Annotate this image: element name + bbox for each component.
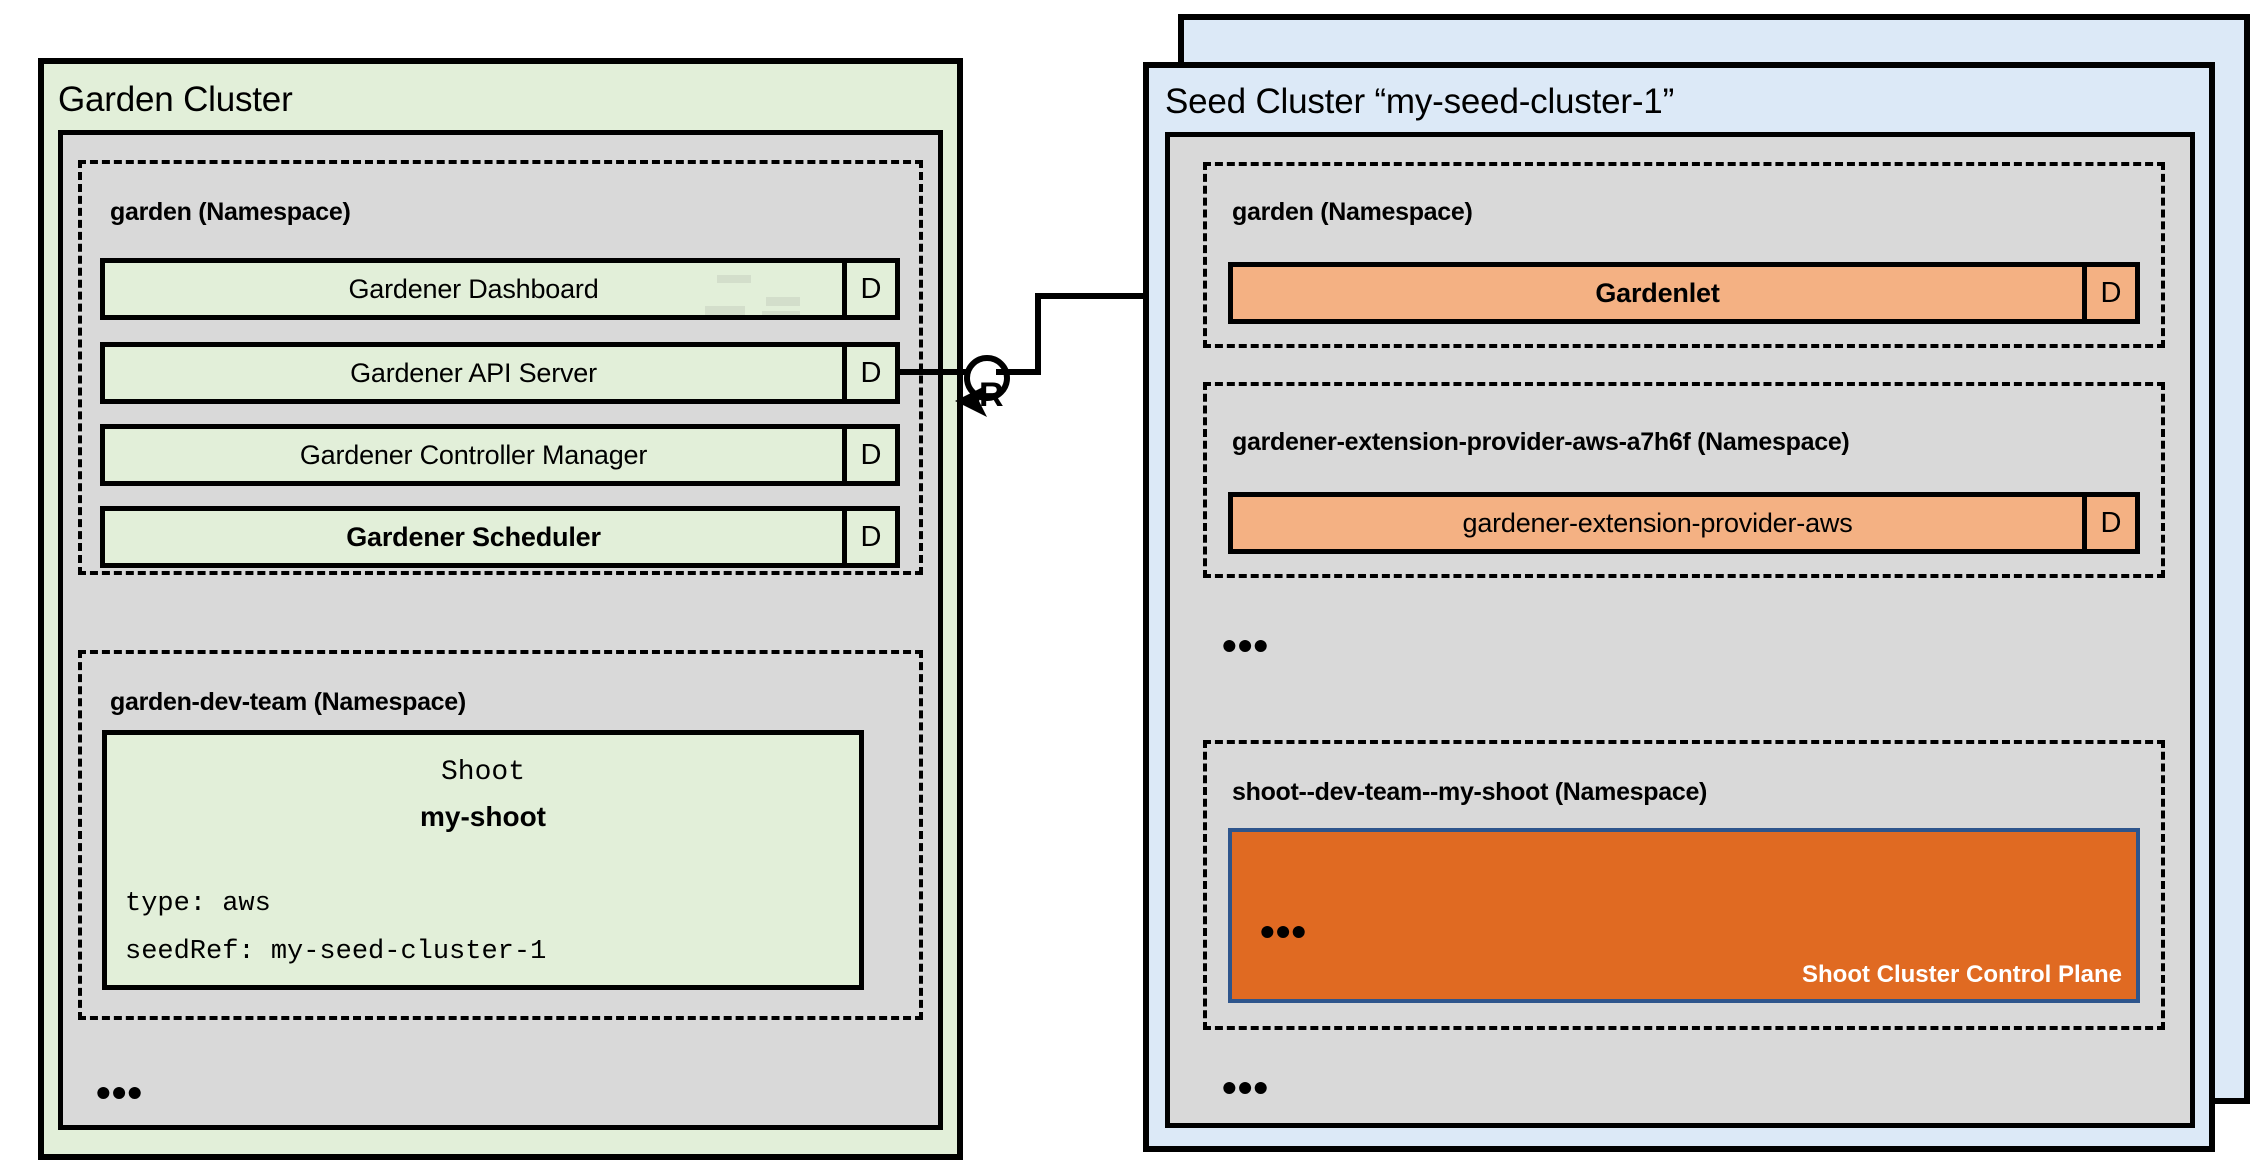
seed-namespace-garden bbox=[1203, 162, 2165, 348]
shoot-cluster-control-plane[interactable]: ••• Shoot Cluster Control Plane bbox=[1228, 828, 2140, 1003]
component-body: Gardener Scheduler bbox=[105, 511, 842, 563]
component-gardener-extension-provider-aws[interactable]: gardener-extension-provider-aws D bbox=[1228, 492, 2140, 554]
component-label: Gardener Controller Manager bbox=[299, 439, 648, 470]
shoot-spec-type: type: aws bbox=[125, 889, 271, 919]
namespace-label: shoot--dev-team--my-shoot (Namespace) bbox=[1232, 778, 1708, 806]
shoot-kind: Shoot bbox=[440, 757, 525, 788]
component-gardener-controller-manager[interactable]: Gardener Controller Manager D bbox=[100, 424, 900, 486]
namespace-label: garden-dev-team (Namespace) bbox=[110, 688, 466, 716]
deployment-badge: D bbox=[2082, 497, 2135, 549]
component-body: Gardener Dashboard bbox=[105, 263, 842, 315]
shoot-name: my-shoot bbox=[420, 801, 546, 832]
component-label: Gardener Scheduler bbox=[346, 521, 601, 552]
seed-cluster-title: Seed Cluster “my-seed-cluster-1” bbox=[1165, 82, 1675, 121]
shoot-resource-card[interactable]: Shoot my-shoot type: aws seedRef: my-see… bbox=[102, 730, 864, 990]
deployment-badge: D bbox=[842, 263, 895, 315]
connector-segment-riser bbox=[1035, 293, 1041, 375]
component-gardener-dashboard[interactable]: Gardener Dashboard D bbox=[100, 258, 900, 320]
deployment-badge: D bbox=[2082, 267, 2135, 319]
connector-segment-left bbox=[900, 369, 968, 375]
component-body: gardener-extension-provider-aws bbox=[1233, 497, 2082, 549]
deployment-badge: D bbox=[842, 511, 895, 563]
component-label: Gardener API Server bbox=[350, 357, 597, 388]
connector-segment-top bbox=[1035, 293, 1250, 299]
component-label: gardener-extension-provider-aws bbox=[1462, 507, 1853, 538]
component-gardenlet[interactable]: Gardenlet D bbox=[1228, 262, 2140, 324]
namespace-label: gardener-extension-provider-aws-a7h6f (N… bbox=[1232, 428, 1850, 456]
required-interface-arrow-icon bbox=[955, 385, 987, 417]
namespace-label: garden (Namespace) bbox=[110, 198, 351, 226]
component-body: Gardener Controller Manager bbox=[105, 429, 842, 481]
component-label: Gardenlet bbox=[1595, 277, 1720, 308]
more-indicator: ••• bbox=[1222, 1064, 1270, 1111]
render-artifact bbox=[705, 306, 745, 315]
render-artifact bbox=[762, 311, 800, 315]
render-artifact bbox=[766, 297, 800, 306]
garden-namespace-dev-team bbox=[78, 650, 923, 1020]
component-body: Gardener API Server bbox=[105, 347, 842, 399]
garden-cluster-title: Garden Cluster bbox=[58, 80, 293, 119]
deployment-badge: D bbox=[842, 429, 895, 481]
render-artifact bbox=[717, 275, 751, 283]
more-indicator: ••• bbox=[1260, 908, 1308, 955]
connector-segment-mid bbox=[996, 369, 1040, 375]
namespace-label: garden (Namespace) bbox=[1232, 198, 1473, 226]
more-indicator: ••• bbox=[1222, 622, 1270, 669]
seed-namespace-extension-provider-aws bbox=[1203, 382, 2165, 578]
component-gardener-api-server[interactable]: Gardener API Server D bbox=[100, 342, 900, 404]
deployment-badge: D bbox=[842, 347, 895, 399]
control-plane-label: Shoot Cluster Control Plane bbox=[1801, 961, 2122, 988]
component-label: Gardener Dashboard bbox=[348, 273, 599, 304]
seed-namespace-shoot-dev-team-my-shoot bbox=[1203, 740, 2165, 1030]
connector-marker-label: R bbox=[979, 376, 1004, 414]
more-indicator: ••• bbox=[96, 1069, 144, 1116]
garden-namespace-garden bbox=[78, 160, 923, 575]
component-body: Gardenlet bbox=[1233, 267, 2082, 319]
component-gardener-scheduler[interactable]: Gardener Scheduler D bbox=[100, 506, 900, 568]
shoot-spec-seedref: seedRef: my-seed-cluster-1 bbox=[125, 937, 547, 967]
